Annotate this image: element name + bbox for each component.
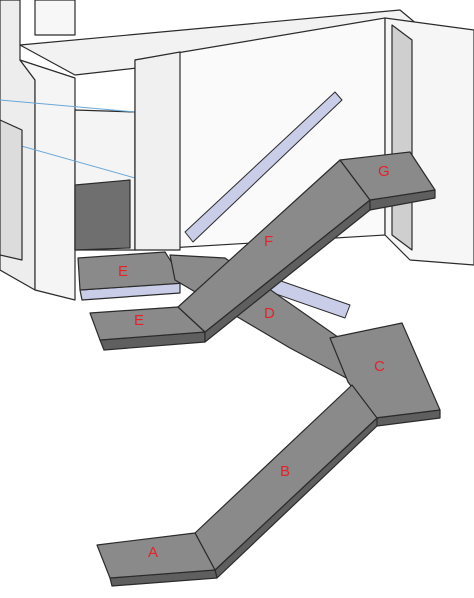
label-f: F — [264, 233, 273, 250]
label-e-upper: E — [118, 263, 128, 280]
landing-g — [339, 151, 436, 201]
building-structure — [0, 0, 474, 301]
right-wall-shade — [391, 24, 413, 251]
stair-labels: G F E E D C B A — [118, 163, 390, 561]
label-e-lower: E — [134, 312, 144, 329]
label-a: A — [148, 544, 158, 561]
left-glass-strip — [0, 119, 23, 261]
label-c: C — [374, 358, 385, 375]
upper-glass-beam — [184, 91, 343, 243]
central-wall-side — [134, 51, 181, 251]
left-wall-face — [19, 59, 76, 301]
recess-dark — [74, 179, 131, 251]
landing-a — [96, 532, 216, 579]
label-g: G — [378, 163, 390, 180]
top-block — [34, 0, 76, 36]
glass-line-1 — [0, 99, 136, 113]
stair-assembly — [77, 151, 441, 587]
label-b: B — [280, 463, 290, 480]
landing-e-upper — [77, 251, 186, 291]
label-d: D — [264, 305, 275, 322]
